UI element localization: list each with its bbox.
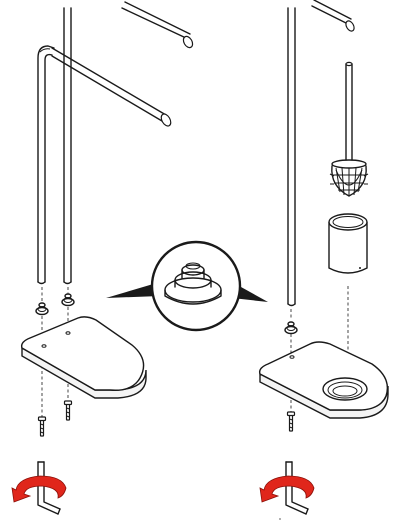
left-screw-1 (37, 416, 47, 437)
right-screw (286, 411, 296, 432)
right-washer (284, 321, 298, 335)
right-top-rail (311, 0, 355, 32)
washer-detail-callout (106, 240, 268, 332)
left-washer-1 (35, 302, 49, 316)
brush-holder-cup (328, 213, 368, 274)
left-top-rail (121, 1, 194, 49)
left-screw-2 (63, 400, 73, 421)
toilet-brush (329, 61, 369, 197)
left-rotate-arrow-icon (11, 475, 67, 503)
page-dot (279, 518, 281, 520)
left-base (20, 316, 147, 399)
right-rotate-arrow-icon (259, 475, 315, 503)
left-washer-2 (61, 293, 75, 307)
left-back-pole (63, 7, 72, 285)
left-front-pole (37, 45, 172, 285)
right-assembly (258, 0, 389, 515)
right-base (258, 341, 389, 419)
right-pole (287, 7, 296, 307)
brush-head (329, 159, 369, 197)
left-assembly (11, 1, 194, 515)
